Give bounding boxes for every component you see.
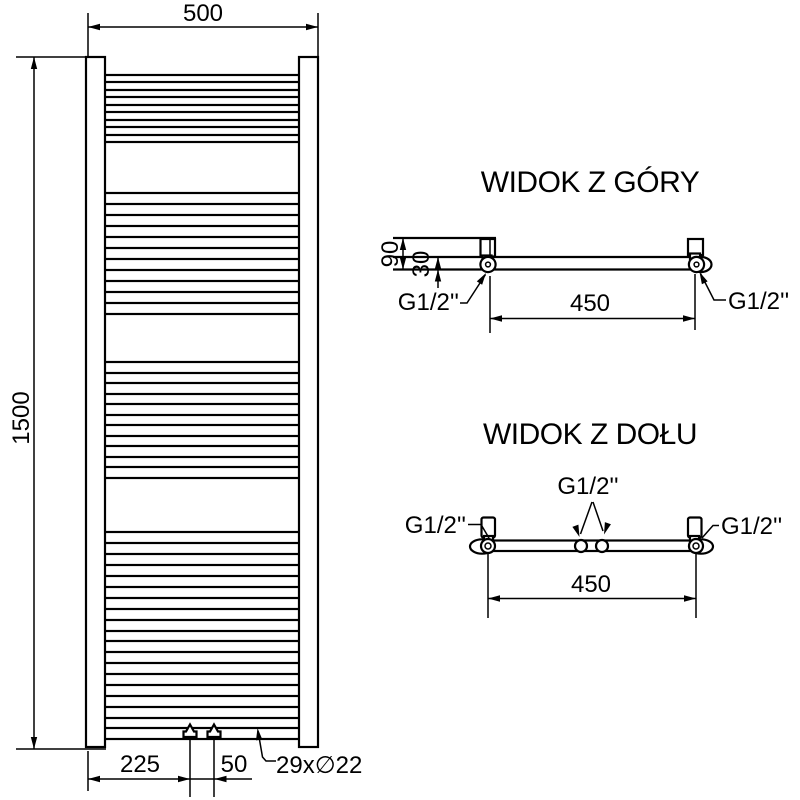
center-connection-label: G1/2'' [557, 473, 618, 500]
right-connection-label: G1/2'' [728, 288, 789, 315]
offset-dimension-label: 225 [120, 751, 160, 778]
bottom-view-title: WIDOK Z DOŁU [483, 418, 697, 451]
arrowhead [399, 238, 407, 250]
dimension-bottom: 225 50 [87, 751, 252, 791]
right-rail [297, 55, 320, 749]
dimension-span-450-bottom: 450 [487, 554, 697, 618]
dimension-span-450-top: 450 [489, 274, 696, 333]
arrowhead [699, 272, 708, 285]
arrowhead [88, 23, 100, 31]
top-view: WIDOK Z GÓRY 90 30 [377, 166, 789, 333]
right-connection-callout: G1/2'' [699, 272, 789, 315]
arrowhead [30, 737, 38, 749]
leader-line [592, 501, 604, 532]
connection-center-dot [692, 542, 700, 550]
arrowhead [476, 273, 486, 285]
left-connection-label: G1/2'' [398, 289, 459, 316]
dimension-height: 1500 [8, 56, 106, 750]
tube-group-3 [101, 360, 303, 480]
center-connection-callout: G1/2'' [557, 473, 619, 537]
valve-cap [206, 722, 222, 739]
arrowhead [399, 257, 407, 270]
connection-circle [687, 537, 705, 555]
wall-bracket [686, 516, 703, 539]
tube-spec-label: 29x∅22 [276, 752, 362, 779]
arrowhead [256, 728, 263, 741]
arrowhead [178, 775, 190, 783]
right-connection-callout: G1/2'' [701, 513, 782, 540]
arrowhead [683, 315, 695, 322]
tube-group-1 [101, 73, 303, 144]
arrowhead [214, 775, 227, 783]
connection-center-dot [693, 261, 700, 268]
connection-circle [479, 537, 497, 555]
arrowhead [434, 269, 442, 282]
leader-line [460, 274, 487, 304]
connection-center-dot [484, 261, 492, 268]
center-connection-circle [594, 538, 610, 554]
connection-circle [687, 255, 706, 274]
arrowhead [572, 524, 580, 537]
span-dimension-label: 450 [570, 290, 610, 317]
arrowhead [604, 522, 611, 535]
arrowhead [88, 775, 100, 783]
right-connection-label: G1/2'' [721, 513, 782, 540]
arrowhead [684, 595, 696, 602]
connection-circle [479, 255, 497, 274]
arrowhead [434, 257, 442, 269]
depth-dimension-label: 90 [377, 241, 404, 268]
spacing-dimension-label: 50 [221, 751, 248, 778]
left-connection-callout: G1/2'' [405, 512, 490, 539]
dimension-width: 500 [87, 0, 319, 56]
connection-center-dot [484, 542, 492, 550]
height-dimension-label: 1500 [8, 391, 35, 444]
front-view: 500 1500 [8, 0, 362, 797]
arrowhead [306, 23, 318, 31]
leader-line [699, 273, 726, 301]
tube-group-2 [101, 191, 303, 316]
left-connection-callout: G1/2'' [398, 273, 487, 316]
arrowhead [488, 595, 500, 602]
radiator-body [84, 55, 320, 749]
tube-spec-callout: 29x∅22 [256, 728, 362, 779]
bottom-view: WIDOK Z DOŁU G1/2'' G1/2'' [405, 418, 782, 618]
dimension-offset-30: 30 [408, 251, 442, 288]
center-connection-circle [573, 538, 589, 554]
offset-dimension-label: 30 [408, 251, 435, 278]
left-connection-label: G1/2'' [405, 512, 466, 539]
bar [482, 539, 698, 553]
leader-line [257, 730, 276, 762]
wall-bracket [479, 237, 497, 258]
tube-group-4 [101, 530, 303, 741]
arrowhead [490, 315, 502, 322]
dimension-depth-90: 90 [377, 238, 407, 270]
leader-line [468, 523, 490, 539]
arrowhead [30, 57, 38, 69]
width-dimension-label: 500 [183, 0, 223, 27]
leader-line [579, 501, 593, 535]
top-view-title: WIDOK Z GÓRY [481, 166, 700, 199]
leader-line [701, 524, 719, 539]
bottom-connections [182, 722, 222, 797]
span-dimension-label: 450 [571, 571, 611, 598]
valve-cap [182, 722, 198, 739]
left-rail [84, 55, 107, 749]
